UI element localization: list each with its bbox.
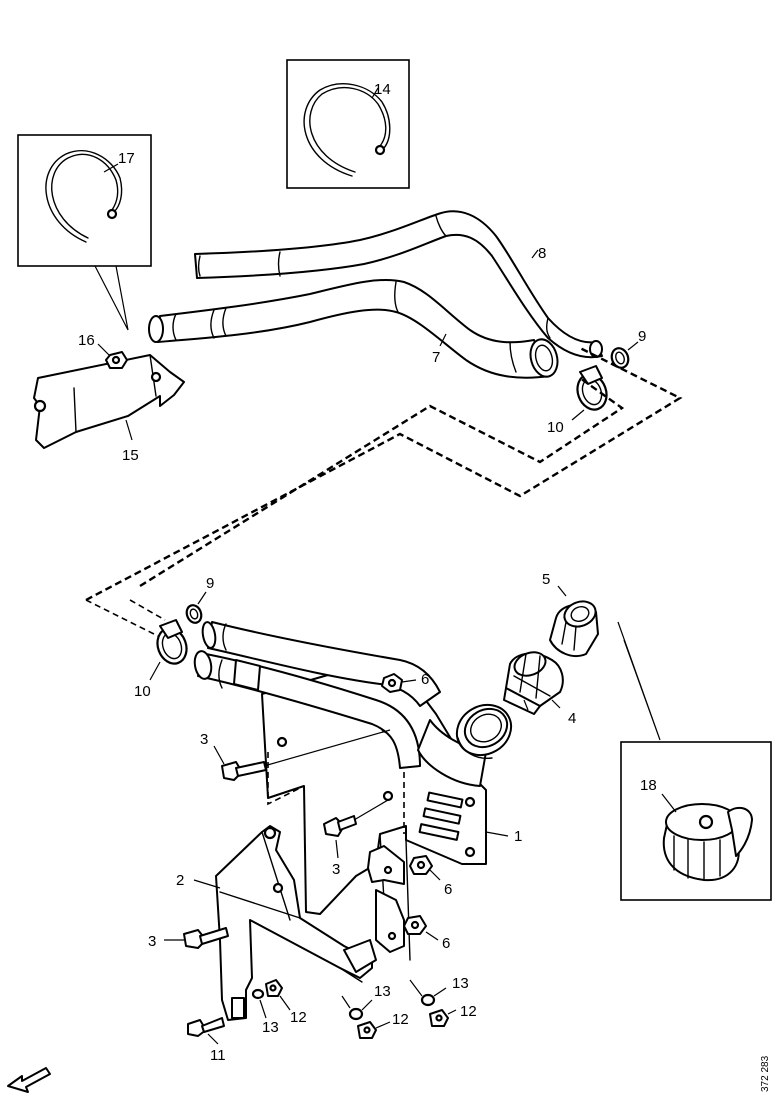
nut-12-left xyxy=(265,979,291,1011)
strainer-4 xyxy=(503,651,564,715)
callout-8: 8 xyxy=(538,245,546,262)
callout-16: 16 xyxy=(78,332,95,349)
callout-12-right: 12 xyxy=(460,1003,477,1020)
nut-16 xyxy=(97,343,128,369)
callout-3-middle: 3 xyxy=(332,861,340,878)
leader-2 xyxy=(193,879,221,889)
callout-17: 17 xyxy=(118,150,135,167)
nut-12-mid xyxy=(357,1021,391,1039)
callout-13-mid: 13 xyxy=(374,983,391,1000)
callout-12-mid: 12 xyxy=(392,1011,409,1028)
adapter-5 xyxy=(549,585,599,658)
callout-10-lower: 10 xyxy=(134,683,151,700)
callout-4: 4 xyxy=(568,710,576,727)
callout-6-mid: 6 xyxy=(444,881,452,898)
callout-1: 1 xyxy=(514,828,522,845)
clamp-10-upper xyxy=(571,365,608,421)
nut-6-mid xyxy=(409,855,441,881)
callout-18: 18 xyxy=(640,777,657,794)
hose-8 xyxy=(194,210,603,359)
leader-7 xyxy=(439,333,447,347)
clamp-10-lower xyxy=(149,619,188,681)
filler-socket xyxy=(417,703,513,787)
leader-1 xyxy=(485,831,509,837)
bolt-11 xyxy=(187,1017,225,1045)
assembly-dashed-lines xyxy=(85,346,683,637)
washer-13-left xyxy=(251,988,267,1019)
hose-7 xyxy=(148,278,559,379)
bolt-3-middle xyxy=(323,799,389,859)
callout-15: 15 xyxy=(122,447,139,464)
callout-14: 14 xyxy=(374,81,391,98)
clamp-9-upper xyxy=(610,341,639,369)
detail-box-clip-17 xyxy=(17,134,152,331)
callout-3-upper: 3 xyxy=(200,731,208,748)
reference-number: 372 283 xyxy=(760,1055,771,1092)
clamp-9-lower xyxy=(185,591,207,624)
leader-4b xyxy=(523,699,529,711)
detail-box-clip-14 xyxy=(286,59,410,189)
callout-7: 7 xyxy=(432,349,440,366)
bracket-tab xyxy=(343,845,405,973)
washer-13-mid xyxy=(341,995,373,1021)
bracket-15 xyxy=(33,354,185,449)
callout-13-right: 13 xyxy=(452,975,469,992)
callout-5: 5 xyxy=(542,571,550,588)
nut-6-top xyxy=(381,673,417,693)
callout-11: 11 xyxy=(210,1047,226,1064)
callout-6-top: 6 xyxy=(421,671,429,688)
callout-13-left: 13 xyxy=(262,1019,279,1036)
leader-8 xyxy=(531,249,539,259)
nut-6-low xyxy=(403,915,439,941)
washer-13-right xyxy=(409,979,447,1007)
callout-2: 2 xyxy=(176,872,184,889)
direction-arrow-icon xyxy=(7,1067,51,1093)
callout-12-left: 12 xyxy=(290,1009,307,1026)
pipes-filler xyxy=(193,621,441,769)
callout-6-low: 6 xyxy=(442,935,450,952)
bracket-2 xyxy=(215,825,373,1021)
callout-9-upper: 9 xyxy=(638,328,646,345)
nut-12-right xyxy=(429,1009,457,1027)
callout-3-lower: 3 xyxy=(148,933,156,950)
detail-box-cap-18 xyxy=(617,621,772,901)
bolt-3-upper xyxy=(213,729,391,781)
callout-10-upper: 10 xyxy=(547,419,564,436)
bolt-3-lower xyxy=(164,927,229,949)
callout-9-lower: 9 xyxy=(206,575,214,592)
